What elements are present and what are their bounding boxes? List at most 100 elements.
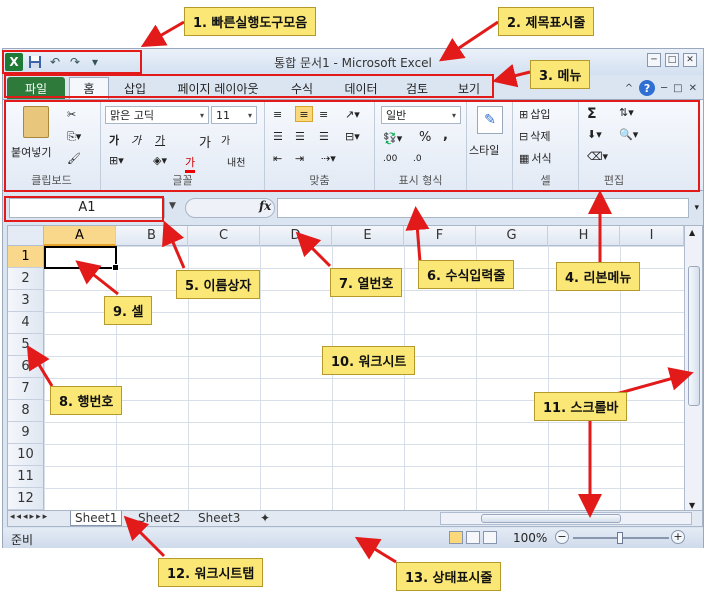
redo-icon[interactable]: ↷ [69, 55, 81, 69]
column-header-g[interactable]: G [476, 226, 548, 246]
row-header-9[interactable]: 9 [8, 422, 44, 444]
underline-button[interactable]: 가 [155, 134, 166, 147]
italic-button[interactable]: 가 [131, 134, 142, 147]
sheet-tab-1[interactable]: Sheet1 [70, 511, 123, 526]
expand-formula-bar-icon[interactable]: ▾ [694, 203, 699, 213]
scroll-up-icon[interactable]: ▲ [689, 228, 696, 237]
row-header-3[interactable]: 3 [8, 290, 44, 312]
minimize-button[interactable]: ─ [647, 53, 661, 67]
horizontal-scrollbar[interactable] [440, 512, 692, 525]
name-box[interactable]: A1 [9, 198, 165, 218]
zoom-out-button[interactable]: − [555, 530, 569, 544]
increase-decimal-button[interactable]: .00 [383, 154, 398, 164]
customize-qat-icon[interactable]: ▾ [91, 55, 99, 69]
row-header-10[interactable]: 10 [8, 444, 44, 466]
tab-review[interactable]: 검토 [405, 81, 429, 96]
merge-center-icon[interactable]: ⊟▾ [345, 130, 360, 143]
font-size-select[interactable]: 11▾ [211, 106, 257, 124]
vertical-scrollbar[interactable]: ▲ ▼ [684, 226, 702, 510]
shrink-font-button[interactable]: 가 [221, 136, 231, 147]
name-box-dropdown-icon[interactable]: ▼ [169, 201, 176, 211]
zoom-level[interactable]: 100% [513, 531, 548, 545]
page-layout-view-icon[interactable] [466, 531, 480, 544]
close-button[interactable]: ✕ [683, 53, 697, 67]
sheet-tab-3[interactable]: Sheet3 [198, 511, 241, 525]
row-header-5[interactable]: 5 [8, 334, 44, 356]
active-cell-a1[interactable] [44, 246, 119, 271]
doc-restore-icon[interactable]: □ [673, 82, 683, 94]
scroll-down-icon[interactable]: ▼ [689, 501, 696, 510]
insert-sheet-icon[interactable]: ✦ [260, 511, 271, 525]
comma-button[interactable]: , [443, 128, 448, 143]
excel-logo-icon[interactable]: X [5, 53, 23, 71]
row-header-12[interactable]: 12 [8, 488, 44, 510]
column-header-d[interactable]: D [260, 226, 332, 246]
tab-insert[interactable]: 삽입 [123, 81, 147, 96]
insert-function-button[interactable]: fx [259, 199, 272, 213]
text-direction-icon[interactable]: ⇢▾ [321, 152, 336, 165]
sheet-tab-2[interactable]: Sheet2 [138, 511, 181, 525]
styles-icon[interactable]: ✎ [477, 106, 503, 134]
help-icon[interactable]: ? [639, 80, 656, 96]
styles-button[interactable]: 스타일 [469, 144, 500, 157]
percent-button[interactable]: % [419, 130, 432, 145]
column-header-i[interactable]: I [620, 226, 684, 246]
tab-page-layout[interactable]: 페이지 레이아웃 [177, 81, 259, 96]
clear-icon[interactable]: ⌫▾ [587, 150, 609, 163]
doc-minimize-icon[interactable]: ─ [661, 82, 668, 94]
row-header-2[interactable]: 2 [8, 268, 44, 290]
zoom-in-button[interactable]: + [671, 530, 685, 544]
row-header-11[interactable]: 11 [8, 466, 44, 488]
format-painter-icon[interactable]: 🖌 [67, 152, 81, 165]
decrease-decimal-button[interactable]: .0 [413, 154, 422, 164]
doc-close-icon[interactable]: ✕ [688, 82, 697, 94]
column-header-h[interactable]: H [548, 226, 620, 246]
column-header-a[interactable]: A [44, 226, 116, 246]
border-icon[interactable]: ⊞▾ [109, 154, 124, 167]
tab-data[interactable]: 데이터 [344, 81, 378, 96]
align-bottom-icon[interactable]: ≡ [319, 108, 329, 121]
autosum-button[interactable]: Σ [587, 106, 597, 122]
decrease-indent-icon[interactable]: ⇤ [273, 152, 283, 165]
minimize-ribbon-icon[interactable]: ^ [624, 82, 634, 94]
fill-icon[interactable]: ⬇▾ [587, 128, 602, 141]
page-break-view-icon[interactable] [483, 531, 497, 544]
grow-font-button[interactable]: 가 [199, 136, 211, 151]
sort-filter-icon[interactable]: ⇅▾ [619, 106, 634, 119]
zoom-slider-thumb[interactable] [617, 532, 623, 544]
copy-icon[interactable]: ⎘▾ [67, 130, 82, 143]
vertical-scroll-thumb[interactable] [688, 266, 700, 406]
formula-input[interactable] [277, 198, 689, 218]
row-header-7[interactable]: 7 [8, 378, 44, 400]
horizontal-scroll-thumb[interactable] [481, 514, 621, 523]
save-icon[interactable] [27, 54, 43, 70]
increase-indent-icon[interactable]: ⇥ [295, 152, 305, 165]
column-header-e[interactable]: E [332, 226, 404, 246]
tab-file[interactable]: 파일 [7, 77, 65, 99]
column-header-f[interactable]: F [404, 226, 476, 246]
paste-icon[interactable] [23, 106, 49, 138]
find-select-icon[interactable]: 🔍▾ [619, 128, 639, 141]
row-header-8[interactable]: 8 [8, 400, 44, 422]
tab-formulas[interactable]: 수식 [290, 81, 314, 96]
select-all-button[interactable] [8, 226, 44, 246]
tab-home[interactable]: 홈 [69, 77, 109, 99]
insert-cells-button[interactable]: ⊞삽입 [519, 106, 550, 122]
delete-cells-button[interactable]: ⊟삭제 [519, 128, 550, 144]
cut-icon[interactable]: ✂ [67, 108, 77, 121]
currency-icon[interactable]: 💱▾ [383, 132, 403, 145]
align-right-icon[interactable]: ☰ [319, 130, 329, 143]
align-center-icon[interactable]: ☰ [295, 130, 305, 143]
row-header-1[interactable]: 1 [8, 246, 44, 268]
row-header-6[interactable]: 6 [8, 356, 44, 378]
fill-color-icon[interactable]: ◈▾ [153, 154, 167, 167]
orientation-icon[interactable]: ↗▾ [345, 108, 360, 121]
number-format-select[interactable]: 일반▾ [381, 106, 461, 124]
row-header-4[interactable]: 4 [8, 312, 44, 334]
restore-button[interactable]: □ [665, 53, 679, 67]
phonetic-button[interactable]: 내천 [227, 158, 246, 169]
normal-view-icon[interactable] [449, 531, 463, 544]
bold-button[interactable]: 가 [109, 134, 120, 147]
column-header-c[interactable]: C [188, 226, 260, 246]
undo-icon[interactable]: ↶ [49, 55, 61, 69]
